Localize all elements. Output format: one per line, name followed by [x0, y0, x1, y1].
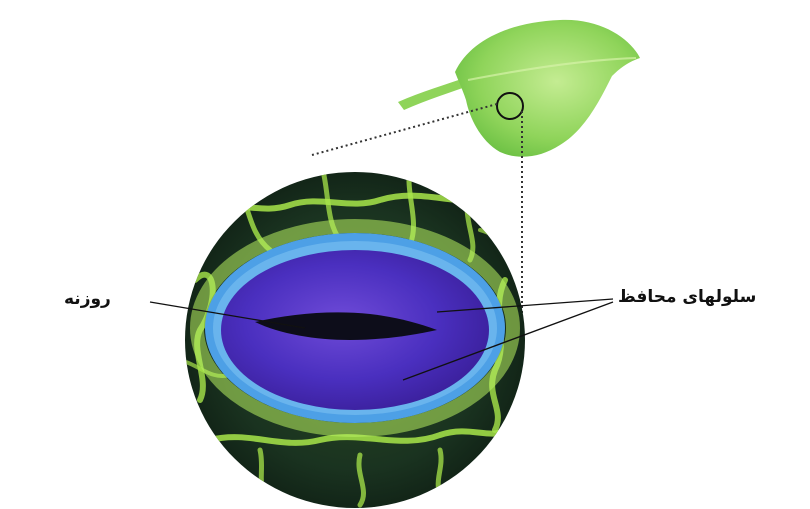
label-guard-cells: سلولهای محافظ [618, 287, 793, 307]
leaf-blade [455, 20, 640, 157]
label-stoma: روزنه [64, 289, 144, 309]
magnified-view [180, 160, 525, 508]
leaf [398, 20, 640, 157]
guard-cells [205, 233, 505, 423]
